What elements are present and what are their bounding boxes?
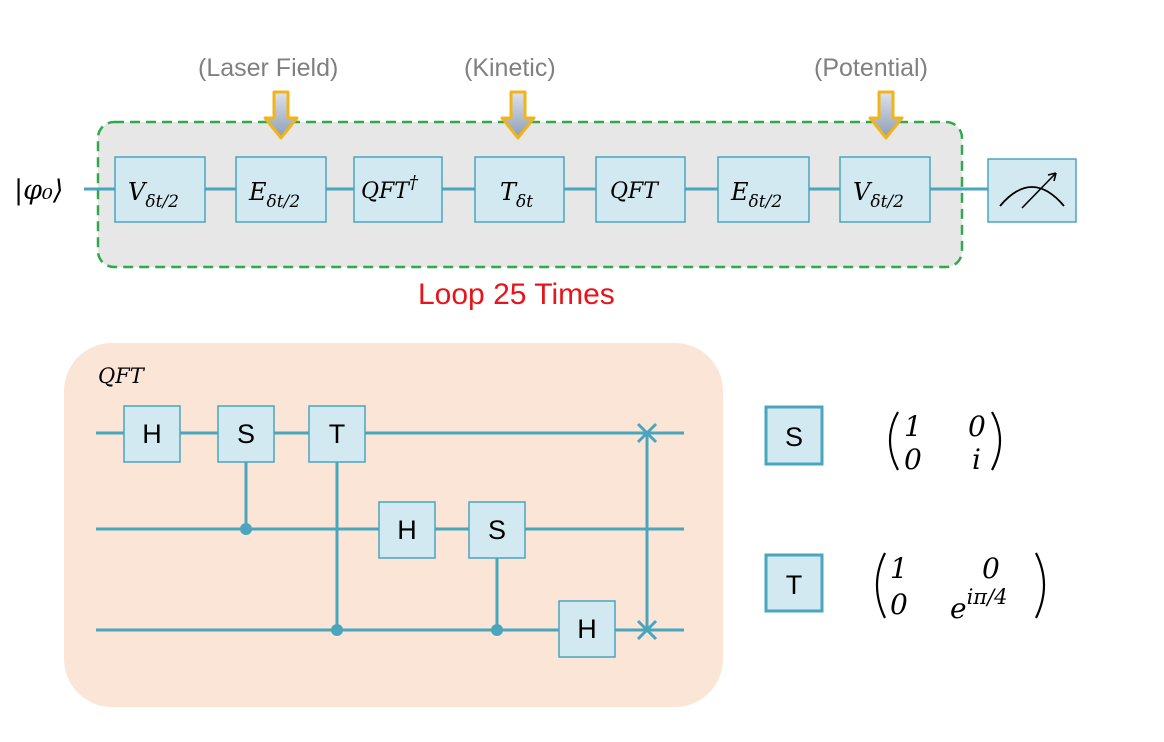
qft-gate-s-1: S (217, 405, 275, 463)
legend: S 1 0 0 i T 1 0 0 eiπ/4 (764, 405, 1046, 625)
matrix-cell: 1 (904, 410, 922, 443)
swap-icon (636, 422, 658, 641)
gate-label: T (500, 178, 518, 206)
control-dot (331, 624, 343, 636)
svg-text:QFT†: QFT† (361, 172, 419, 204)
matrix-cell: 0 (904, 443, 922, 476)
qft-gate-h-2: H (378, 501, 436, 559)
input-state: |φ₀⟩ (14, 175, 63, 206)
gate-label: H (397, 515, 417, 545)
legend-s-gate: S (764, 405, 824, 466)
gate-label: V (128, 178, 148, 206)
matrix-cell: 0 (890, 588, 908, 621)
down-arrow-icon (263, 90, 299, 140)
annotation-kinetic: (Kinetic) (464, 54, 556, 82)
matrix-exponent: iπ/4 (967, 585, 1008, 609)
svg-text:eiπ/4: eiπ/4 (950, 585, 1008, 625)
down-arrow-icon (868, 90, 904, 140)
matrix-cell: e (950, 592, 967, 625)
matrix-cell: 1 (890, 552, 908, 585)
qft-panel-title: QFT (98, 364, 146, 388)
down-arrow-icon (500, 90, 536, 140)
gate-label: H (577, 614, 597, 644)
svg-text:Vδt/2: Vδt/2 (853, 178, 904, 212)
gate-subscript: δt/2 (749, 192, 783, 212)
qft-gate-s-2: S (468, 501, 526, 559)
gate-v-half-2: Vδt/2 (839, 156, 931, 223)
gate-e-half-1: Eδt/2 (235, 156, 327, 223)
qft-gate-h-1: H (123, 405, 181, 463)
gate-subscript: δt/2 (267, 192, 301, 212)
legend-t-label: T (786, 570, 803, 600)
matrix-cell: i (972, 443, 981, 476)
control-dot (491, 624, 503, 636)
gate-subscript: δt (516, 192, 533, 212)
gate-t-delta: Tδt (474, 156, 565, 223)
svg-text:Tδt: Tδt (500, 178, 533, 212)
qft-gate-h-3: H (558, 600, 616, 658)
matrix-cell: 0 (982, 552, 1000, 585)
gate-label: V (853, 178, 873, 206)
gate-label: E (248, 178, 267, 206)
svg-text:Eδt/2: Eδt/2 (730, 178, 782, 212)
matrix-cell: 0 (968, 410, 986, 443)
gate-subscript: δt/2 (145, 192, 179, 212)
top-circuit: |φ₀⟩ Vδt/2 Eδt/2 QFT† Tδt (14, 54, 1077, 311)
legend-s-matrix: 1 0 0 i (888, 410, 1002, 476)
gate-qft: QFT (595, 156, 686, 223)
qft-detail-panel: QFT H S T (64, 343, 723, 707)
qft-gate-t-1: T (308, 405, 366, 463)
loop-label: Loop 25 Times (418, 278, 615, 311)
annotation-potential: (Potential) (814, 54, 928, 82)
gate-label: S (488, 515, 506, 545)
gate-label: S (237, 419, 255, 449)
gate-qft-dagger: QFT† (353, 156, 443, 223)
measurement-icon (987, 158, 1077, 223)
gate-e-half-2: Eδt/2 (717, 156, 810, 223)
gate-v-half-1: Vδt/2 (114, 156, 206, 223)
gate-label: E (730, 178, 749, 206)
control-dot (240, 523, 252, 535)
svg-text:Vδt/2: Vδt/2 (128, 178, 179, 212)
gate-label: H (142, 419, 162, 449)
legend-t-gate: T (764, 553, 824, 613)
gate-superscript: † (409, 172, 419, 193)
legend-s-label: S (785, 422, 803, 452)
gate-label: T (329, 419, 346, 449)
gate-subscript: δt/2 (870, 192, 904, 212)
gate-label: QFT (610, 179, 660, 204)
legend-t-matrix: 1 0 0 eiπ/4 (875, 552, 1046, 625)
svg-text:Eδt/2: Eδt/2 (248, 178, 300, 212)
gate-label: QFT (361, 179, 411, 204)
annotation-laser-field: (Laser Field) (198, 54, 338, 82)
